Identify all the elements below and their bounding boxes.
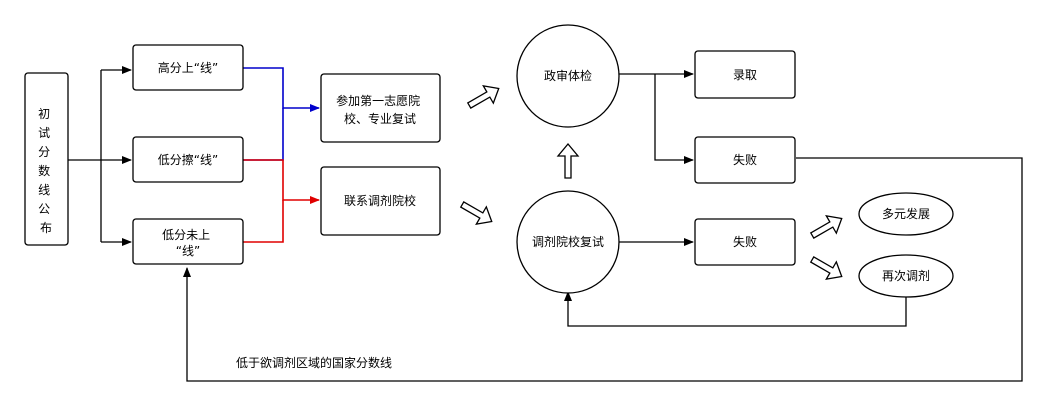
block-arrow-to-adjust-retest [459, 201, 493, 226]
edge-touch-to-contact [243, 159, 320, 204]
edge-high-to-first-choice [243, 67, 320, 112]
node-admitted-label: 录取 [733, 68, 757, 82]
block-arrow-to-readjust [809, 256, 843, 281]
node-political-check-label: 政审体检 [544, 68, 592, 83]
node-contact-adjust-label: 联系调剂院校 [344, 193, 416, 208]
block-arrow-up-to-political [556, 142, 580, 179]
node-low-touch-box[interactable] [132, 136, 244, 183]
node-adjust-retest-label: 调剂院校复试 [532, 234, 604, 249]
edge-to-fail-top [654, 74, 694, 164]
node-contact-adjust-box[interactable] [320, 166, 441, 236]
node-fail-mid-box[interactable] [694, 218, 796, 266]
edge-touch-to-first-choice [243, 108, 284, 161]
node-fail-mid-label: 失败 [733, 234, 757, 249]
node-first-choice-box[interactable] [320, 73, 441, 143]
node-diverse-label: 多元发展 [882, 206, 930, 221]
edge-below-to-contact [243, 200, 284, 243]
node-low-touch-label: 低分擦“线” [158, 153, 218, 167]
node-start-label: 初 试 分 数 线 公 布 [38, 107, 54, 235]
node-political-check-circle[interactable] [516, 24, 620, 128]
node-first-choice-label: 参加第一志愿院 校、专业复试 [336, 93, 424, 126]
edge-feedback-loop [183, 157, 1023, 382]
edge-readjust-loop [564, 291, 907, 327]
node-high-score-label: 高分上“线” [158, 60, 218, 75]
node-admitted-box[interactable] [694, 50, 796, 99]
colored-connectors [243, 67, 320, 243]
node-start-box[interactable] [24, 72, 69, 246]
node-fail-top-box[interactable] [694, 136, 796, 184]
node-readjust-ellipse[interactable] [858, 254, 954, 298]
node-diverse-ellipse[interactable] [858, 192, 954, 236]
block-arrow-to-political [466, 84, 500, 109]
node-adjust-retest-circle[interactable] [516, 190, 620, 294]
node-readjust-label: 再次调剂 [882, 268, 930, 283]
bottom-note-label: 低于欲调剂区域的国家分数线 [236, 355, 392, 370]
node-low-below-box[interactable] [132, 218, 244, 265]
block-arrow-to-diverse [809, 214, 843, 239]
connectors [68, 66, 1023, 382]
node-fail-top-label: 失败 [733, 152, 757, 167]
node-high-score-box[interactable] [132, 44, 244, 91]
node-low-below-label: 低分未上 “线” [162, 228, 214, 258]
block-arrows [459, 84, 843, 281]
